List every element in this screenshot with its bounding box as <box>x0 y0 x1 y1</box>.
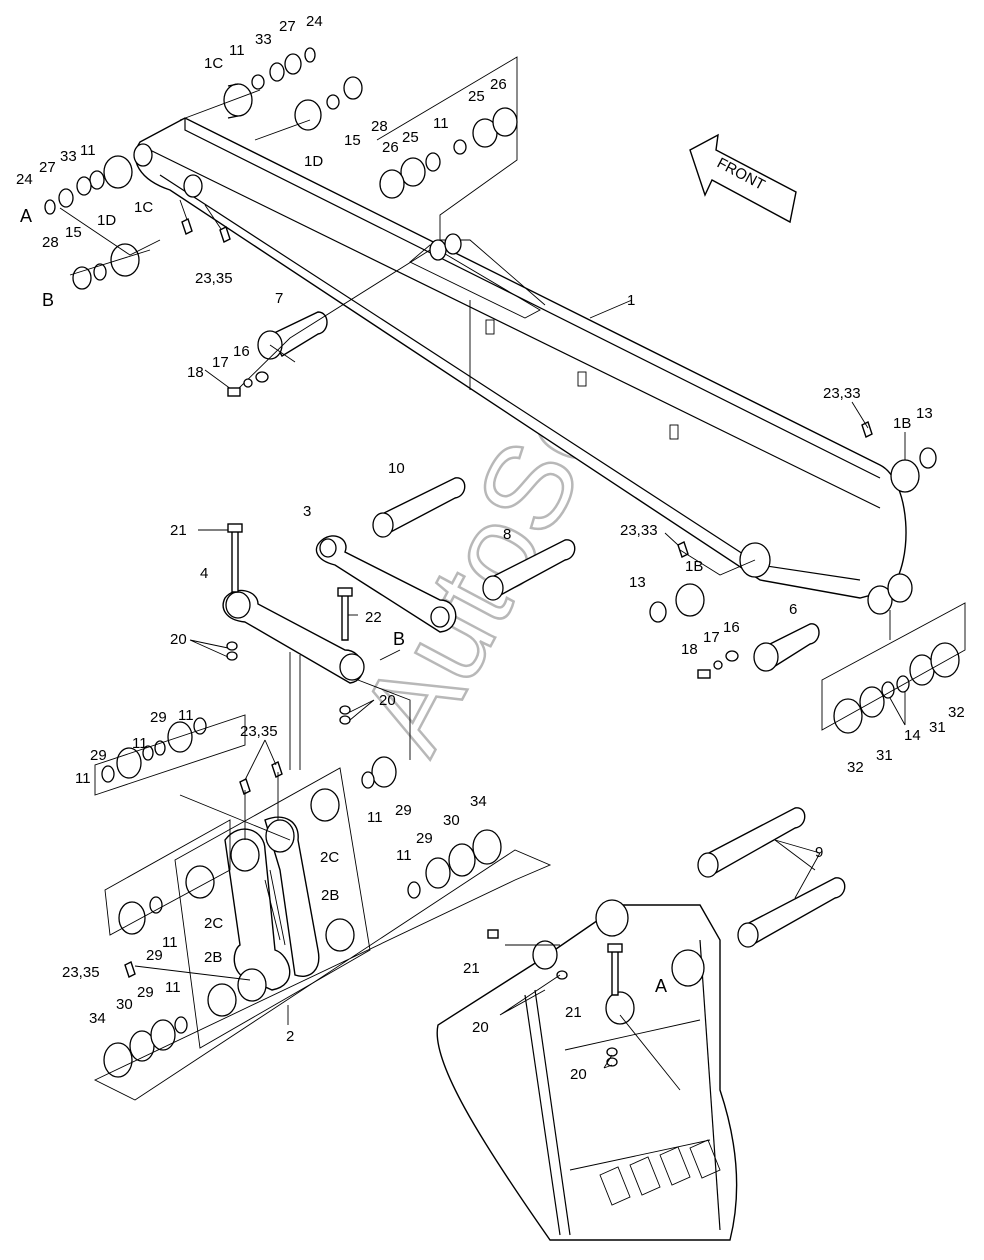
label-2: 2 <box>286 1028 294 1045</box>
leader-lines <box>189 299 906 1069</box>
label-2c: 2C <box>204 915 223 932</box>
label-11: 11 <box>80 142 96 159</box>
label-7: 7 <box>275 290 283 307</box>
label-11: 11 <box>75 770 91 787</box>
label-2c: 2C <box>320 849 339 866</box>
label-29: 29 <box>150 709 167 726</box>
label-20: 20 <box>170 631 187 648</box>
label-13: 13 <box>629 574 646 591</box>
label-29: 29 <box>137 984 154 1001</box>
label-26: 26 <box>490 76 507 93</box>
label-25: 25 <box>468 88 485 105</box>
label-18: 18 <box>681 641 698 658</box>
label-30: 30 <box>116 996 133 1013</box>
label-32: 32 <box>948 704 965 721</box>
label-8: 8 <box>503 526 511 543</box>
label-4: 4 <box>200 565 208 582</box>
label-27: 27 <box>279 18 296 35</box>
label-23-33: 23,33 <box>620 522 658 539</box>
label-6: 6 <box>789 601 797 618</box>
label-2b: 2B <box>204 949 222 966</box>
label-11: 11 <box>178 707 194 724</box>
label-1c: 1C <box>204 55 223 72</box>
linkage-assembly-2 <box>93 714 552 1101</box>
label-25: 25 <box>402 129 419 146</box>
front-direction-arrow: FRONT <box>689 133 797 224</box>
label-34: 34 <box>470 793 487 810</box>
arm-body <box>133 117 913 615</box>
label-27: 27 <box>39 159 56 176</box>
label-29: 29 <box>395 802 412 819</box>
label-31: 31 <box>876 747 893 764</box>
label-31: 31 <box>929 719 946 736</box>
label-9: 9 <box>815 844 823 861</box>
label-22: 22 <box>365 609 382 626</box>
label-1: 1 <box>627 292 635 309</box>
label-1b: 1B <box>893 415 911 432</box>
label-34: 34 <box>89 1010 106 1027</box>
label-b: B <box>42 290 54 310</box>
label-21: 21 <box>170 522 187 539</box>
pin-7 <box>204 249 431 397</box>
label-11: 11 <box>367 809 383 826</box>
label-1b: 1B <box>685 558 703 575</box>
label-11: 11 <box>433 115 449 132</box>
label-29: 29 <box>146 947 163 964</box>
label-26: 26 <box>382 139 399 156</box>
label-29: 29 <box>90 747 107 764</box>
label-28: 28 <box>42 234 59 251</box>
label-16: 16 <box>233 343 250 360</box>
label-11: 11 <box>229 42 245 59</box>
label-11: 11 <box>165 979 181 996</box>
label-17: 17 <box>212 354 229 371</box>
label-1c: 1C <box>134 199 153 216</box>
label-15: 15 <box>344 132 361 149</box>
top-left-bushings <box>44 47 518 290</box>
label-24: 24 <box>306 13 323 30</box>
label-1d: 1D <box>304 153 323 170</box>
label-18: 18 <box>187 364 204 381</box>
label-17: 17 <box>703 629 720 646</box>
label-1d: 1D <box>97 212 116 229</box>
label-3: 3 <box>303 503 311 520</box>
label-23-35: 23,35 <box>195 270 233 287</box>
label-24: 24 <box>16 171 33 188</box>
label-b: B <box>393 629 405 649</box>
label-a: A <box>655 976 667 996</box>
label-20: 20 <box>570 1066 587 1083</box>
label-30: 30 <box>443 812 460 829</box>
label-23-35: 23,35 <box>240 723 278 740</box>
label-20: 20 <box>472 1019 489 1036</box>
label-11: 11 <box>162 934 178 951</box>
label-11: 11 <box>132 735 148 752</box>
label-21: 21 <box>565 1004 582 1021</box>
bucket <box>436 807 846 1241</box>
label-33: 33 <box>255 31 272 48</box>
label-11: 11 <box>396 847 412 864</box>
part-labels: 1 1B 1B 1C 1C 1D 1D 2 2B 2B 2C 2C 3 4 6 … <box>16 13 965 1083</box>
label-28: 28 <box>371 118 388 135</box>
label-23-33: 23,33 <box>823 385 861 402</box>
label-23-35: 23,35 <box>62 964 100 981</box>
label-14: 14 <box>904 727 921 744</box>
label-10: 10 <box>388 460 405 477</box>
label-29: 29 <box>416 830 433 847</box>
label-20: 20 <box>379 692 396 709</box>
label-21: 21 <box>463 960 480 977</box>
label-16: 16 <box>723 619 740 636</box>
label-13: 13 <box>916 405 933 422</box>
right-end-bushings <box>649 421 966 734</box>
label-32: 32 <box>847 759 864 776</box>
label-a: A <box>20 206 32 226</box>
label-33: 33 <box>60 148 77 165</box>
label-2b: 2B <box>321 887 339 904</box>
links-and-pins <box>222 477 576 770</box>
label-15: 15 <box>65 224 82 241</box>
